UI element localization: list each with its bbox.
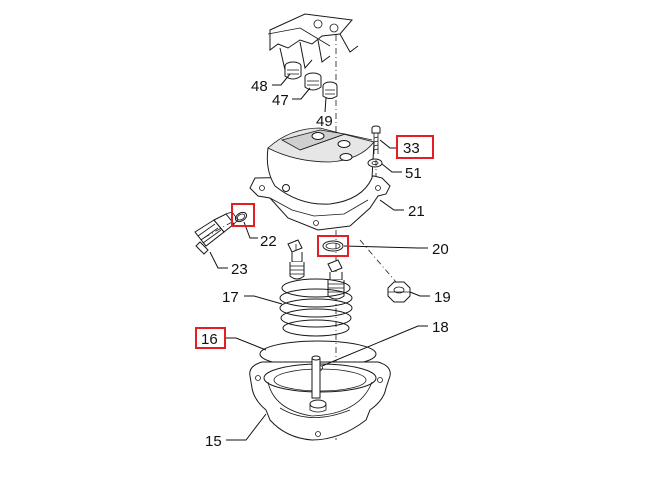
callout-23: 23 xyxy=(231,261,248,278)
o-ring-20-part xyxy=(322,240,344,252)
leader-19 xyxy=(409,291,430,297)
fitting-23-part xyxy=(194,211,239,255)
callout-51: 51 xyxy=(405,165,422,182)
leader-17 xyxy=(244,295,283,305)
callout-47: 47 xyxy=(272,92,289,109)
plug-47-part xyxy=(304,72,322,91)
cover-part xyxy=(249,127,391,231)
leader-16 xyxy=(225,337,267,351)
leader-51 xyxy=(381,163,402,173)
callout-17: 17 xyxy=(222,289,239,306)
callout-19: 19 xyxy=(434,289,451,306)
callout-49: 49 xyxy=(316,113,333,130)
washer-51-part xyxy=(367,158,383,168)
callout-18: 18 xyxy=(432,319,449,336)
callout-box-33 xyxy=(396,135,434,159)
callout-22: 22 xyxy=(260,233,277,250)
highlight-part-20 xyxy=(317,235,349,257)
leader-23 xyxy=(209,251,228,269)
leader-21 xyxy=(379,199,404,211)
callout-48: 48 xyxy=(251,78,268,95)
leader-18 xyxy=(321,325,428,367)
screw-33-part xyxy=(371,125,381,154)
highlight-part-22 xyxy=(231,203,255,227)
leader-15 xyxy=(226,413,267,441)
leader-49 xyxy=(324,97,327,113)
callout-15: 15 xyxy=(205,433,222,450)
callout-20: 20 xyxy=(432,241,449,258)
callout-16: 16 xyxy=(201,331,218,348)
callout-33: 33 xyxy=(403,140,420,157)
callout-21: 21 xyxy=(408,203,425,220)
callout-box-16 xyxy=(195,327,226,349)
leader-22 xyxy=(243,221,258,239)
leader-20 xyxy=(343,245,428,249)
leader-47 xyxy=(292,87,311,100)
leader-48 xyxy=(272,73,291,86)
guide-fitting xyxy=(199,221,233,241)
spring-17-part xyxy=(279,278,353,337)
leader-33 xyxy=(379,139,398,149)
plug-49-part xyxy=(322,81,338,99)
electrode-left-part xyxy=(287,239,305,280)
top-bracket-part xyxy=(267,13,359,71)
base-15-part xyxy=(249,355,391,441)
nut-19-part xyxy=(387,281,411,303)
